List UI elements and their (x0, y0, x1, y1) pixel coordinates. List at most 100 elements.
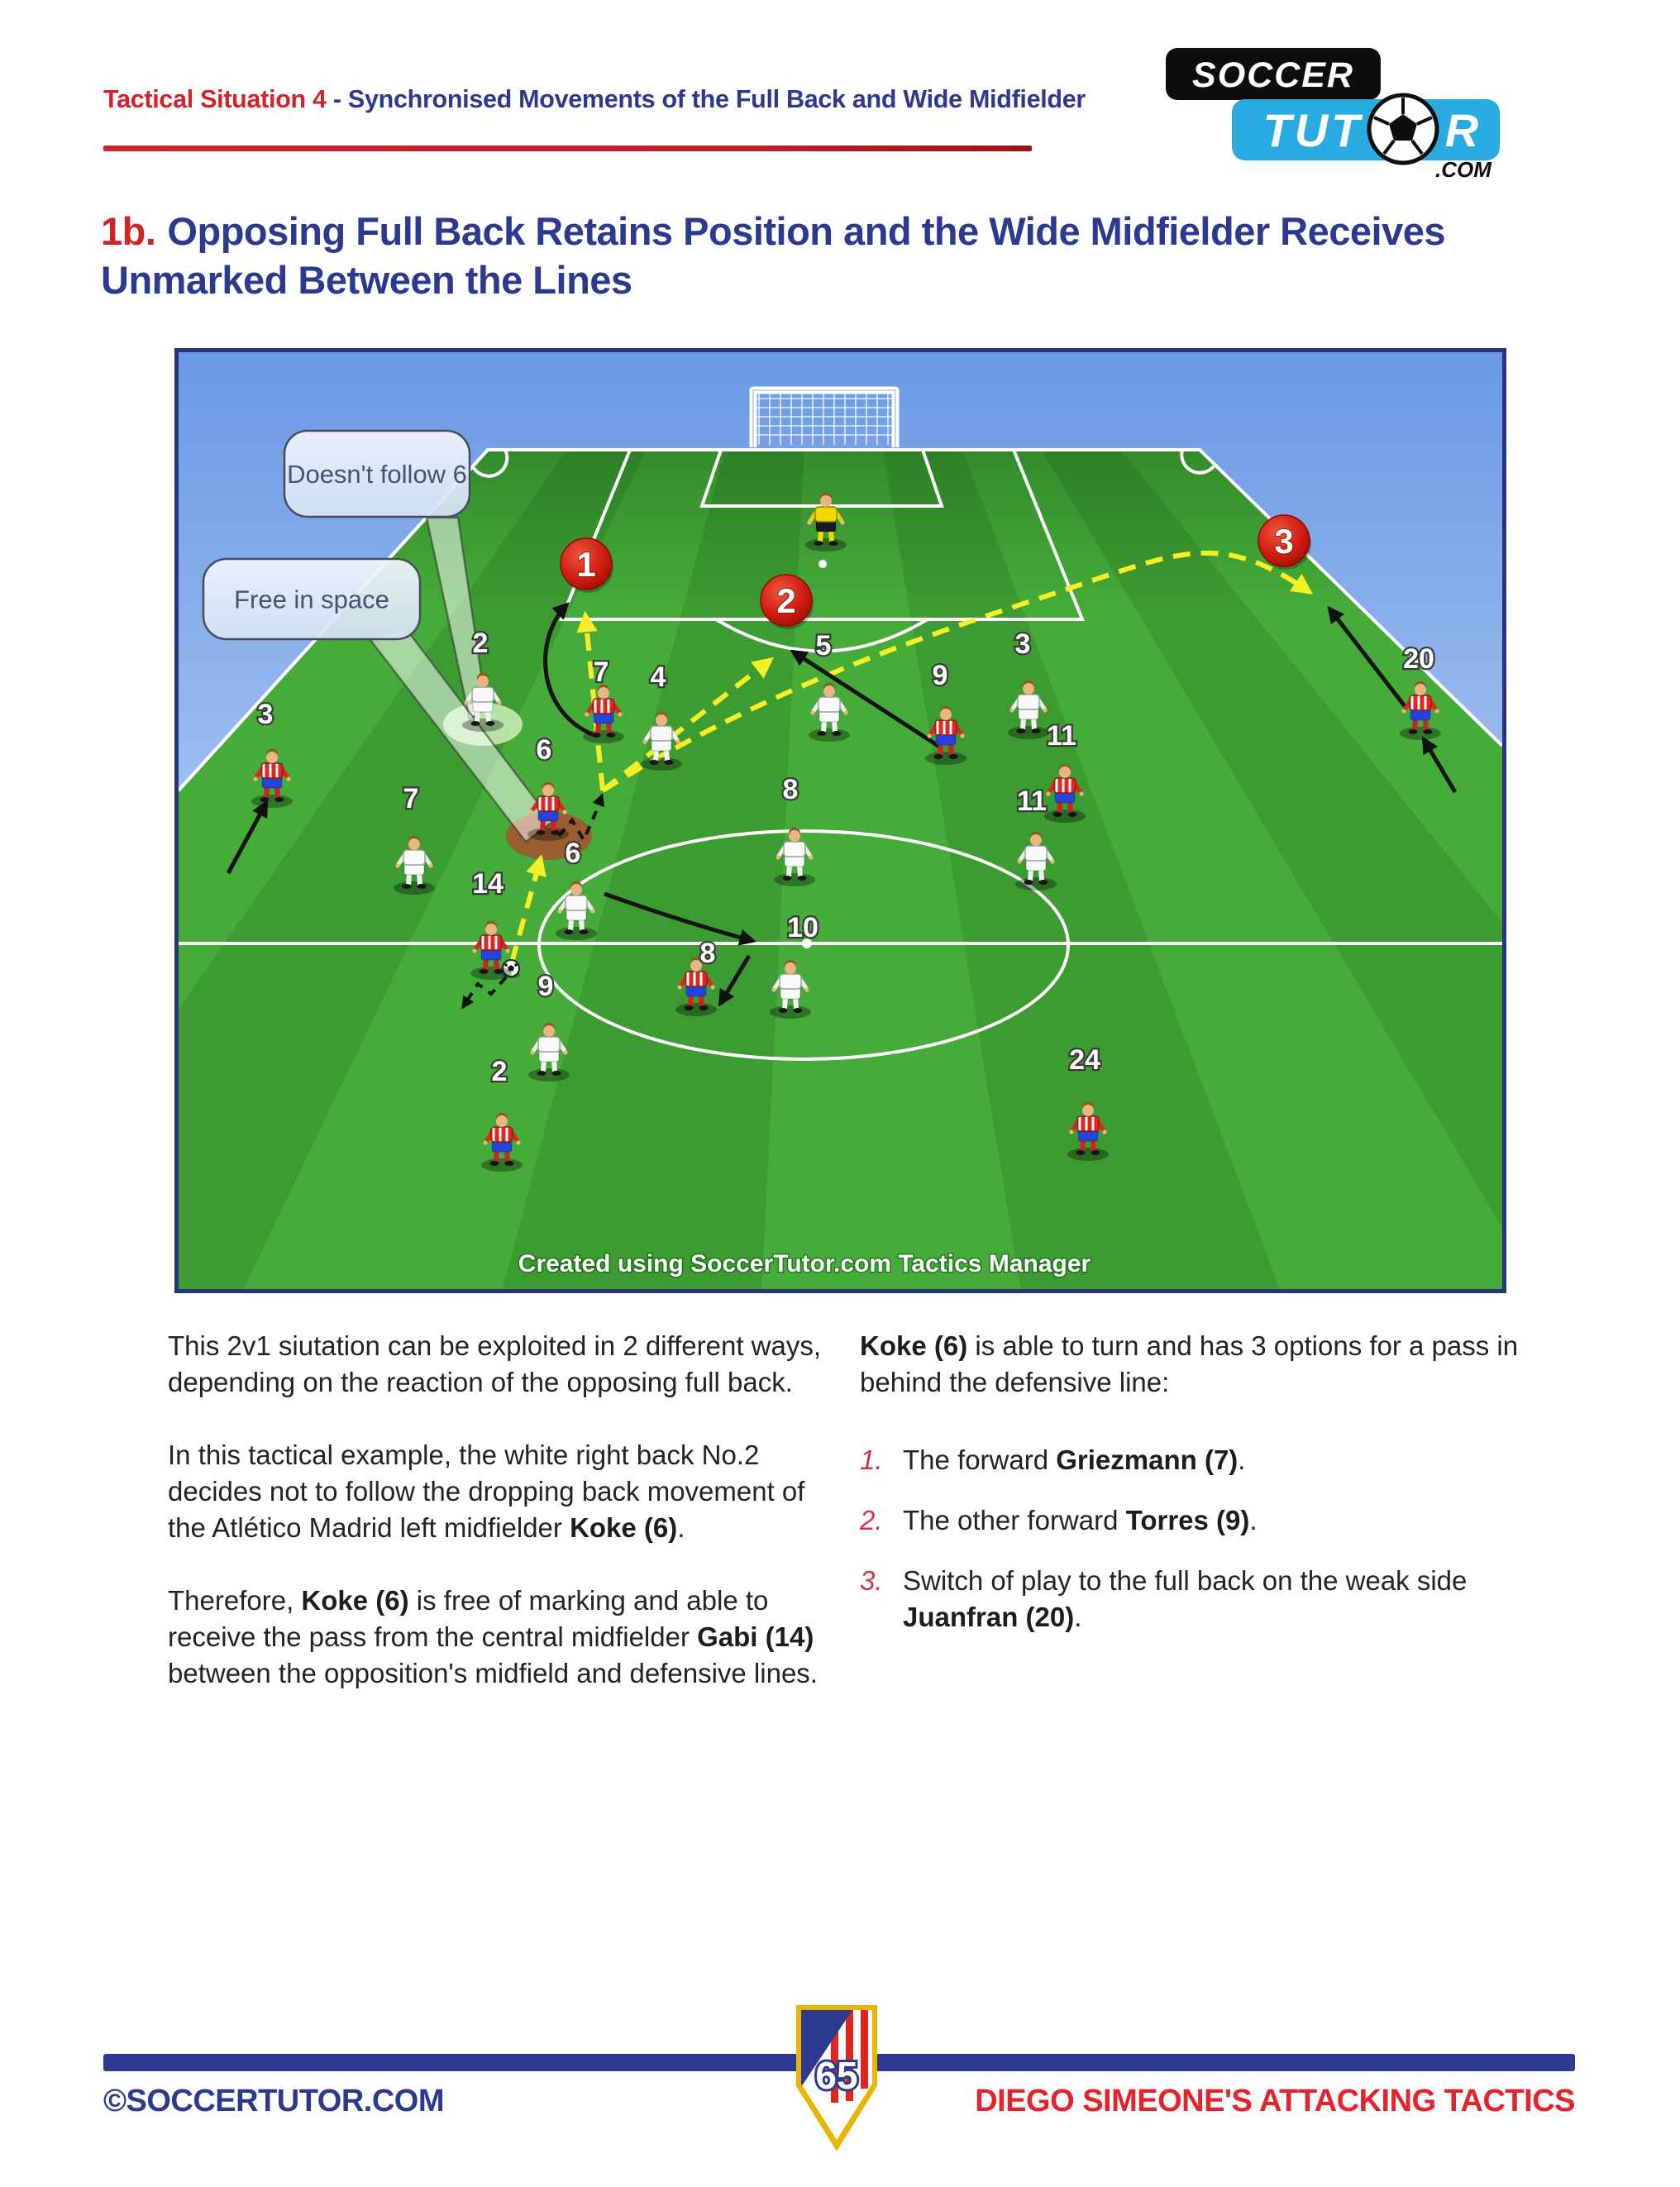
player-white-7 (394, 835, 435, 895)
text-segment: . (677, 1512, 685, 1543)
header-section-label: Tactical Situation 4 (103, 85, 327, 113)
run-arrow (1421, 736, 1458, 794)
option-item: 2.The other forward Torres (9). (860, 1502, 1534, 1539)
player-number-label: 8 (783, 774, 799, 805)
player-number-label: 3 (1015, 628, 1031, 660)
option-circle-number: 2 (776, 581, 795, 620)
run-arrow (790, 649, 943, 750)
run-arrow (543, 602, 594, 737)
run-arrows (226, 602, 1458, 1007)
section-title: 1b.Opposing Full Back Retains Position a… (101, 207, 1589, 304)
footer-copyright: ©SOCCERTUTOR.COM (103, 2084, 444, 2118)
option-circle-number: 3 (1274, 522, 1293, 561)
text-segment: Gabi (14) (697, 1621, 814, 1652)
section-title-text: Opposing Full Back Retains Position and … (101, 209, 1446, 302)
diagram-credit: Created using SoccerTutor.com Tactics Ma… (518, 1250, 1091, 1277)
player-number-label: 7 (403, 783, 419, 814)
logo-r-text: R (1445, 104, 1479, 156)
text-segment: Griezmann (7) (1056, 1444, 1239, 1475)
option-number: 3. (860, 1565, 883, 1596)
paragraph: Therefore, Koke (6) is free of marking a… (168, 1583, 829, 1692)
player-number-label: 20 (1403, 643, 1434, 675)
player-atletico-9 (925, 705, 966, 765)
text-segment: Koke (6) (570, 1512, 678, 1543)
player-number-label: 24 (1069, 1044, 1100, 1076)
player-atletico-2 (481, 1112, 523, 1172)
player-white-10 (770, 959, 811, 1019)
player-number-label: 14 (472, 868, 504, 900)
paragraph: In this tactical example, the white righ… (168, 1437, 829, 1546)
option-circle-1: 1 (560, 537, 613, 593)
club-crest-icon: 65 (796, 2005, 877, 2151)
player-number-label: 10 (787, 912, 819, 943)
text-segment: between the opposition's midfield and de… (168, 1658, 818, 1688)
option-item: 3. Switch of play to the full back on the… (860, 1563, 1534, 1635)
player-number-label: 2 (473, 628, 489, 659)
footer-book-title: DIEGO SIMEONE'S ATTACKING TACTICS (975, 2084, 1575, 2118)
player-atletico-14 (470, 920, 512, 980)
ball-icon (502, 959, 520, 978)
text-segment: . (1249, 1505, 1258, 1535)
player-atletico-8 (675, 957, 717, 1016)
logo-com-text: .COM (1435, 157, 1492, 182)
pass-arrow (509, 854, 546, 963)
player-atletico-24 (1067, 1101, 1109, 1161)
player-white-3 (1008, 680, 1049, 739)
logo-soccer-box (1166, 48, 1381, 100)
text-segment: . (1074, 1602, 1082, 1632)
text-segment: is free of marking and able to receive t… (168, 1585, 769, 1652)
text-segment: The other forward (903, 1505, 1126, 1535)
option-item: 1. The forward Griezmann (7). (860, 1442, 1534, 1478)
player-number-label: 8 (700, 938, 716, 969)
callout-bubble: Doesn't follow 6 (283, 429, 471, 518)
option-number: 2. (860, 1505, 883, 1535)
player-white-4 (641, 711, 682, 771)
player-number-label: 2 (492, 1056, 508, 1087)
logo-ball-icon (1367, 93, 1439, 165)
options-list: 1. The forward Griezmann (7). 2. The other … (860, 1442, 1534, 1635)
player-number-label: 6 (537, 734, 552, 766)
text-segment: This 2v1 siutation can be exploited in 2… (168, 1330, 822, 1397)
player-atletico-11 (1044, 763, 1086, 823)
pitch-ground (179, 450, 1502, 1289)
option-circle-2: 2 (760, 574, 814, 629)
player-number-label: 11 (1017, 786, 1047, 817)
text-segment: Switch of play to the full back on the w… (903, 1565, 1468, 1596)
option-number: 1. (860, 1444, 883, 1475)
body-column-left: This 2v1 siutation can be exploited in 2… (168, 1328, 829, 1728)
callout-text: Free in space (234, 585, 389, 614)
dribble-path (461, 976, 508, 1010)
player-goalkeeper (805, 492, 847, 552)
player-number-label: 6 (566, 838, 581, 869)
section-number: 1b. (101, 209, 156, 253)
player-number-label: 3 (258, 699, 274, 730)
text-segment: In this tactical example, the white righ… (168, 1440, 805, 1543)
player-atletico-3 (251, 748, 293, 808)
callout-text: Doesn't follow 6 (287, 460, 467, 489)
player-atletico-6 (527, 781, 569, 841)
logo-tut-text: TUT (1263, 104, 1364, 156)
player-number-label: 11 (1047, 720, 1076, 752)
player-white-8 (774, 827, 815, 886)
goal (749, 386, 900, 447)
run-arrow (1327, 605, 1406, 708)
dribble-paths (461, 793, 605, 1010)
options-intro: Koke (6) is able to turn and has 3 optio… (860, 1328, 1534, 1401)
paragraph: This 2v1 siutation can be exploited in 2… (168, 1328, 829, 1401)
header-chapter-title: - Synchronised Movements of the Full Bac… (326, 85, 1086, 113)
run-arrow (718, 954, 752, 1007)
option-circle-3: 3 (1258, 514, 1311, 570)
text-segment: is able to turn and has 3 options for a … (860, 1330, 1519, 1397)
page-number: 65 (815, 2054, 857, 2097)
page-header: Tactical Situation 4 - Synchronised Move… (103, 85, 1344, 114)
logo-soccer-text: SOCCER (1192, 55, 1354, 95)
player-number-label: 5 (816, 630, 832, 661)
text-segment: Juanfran (20) (903, 1602, 1075, 1632)
callout-bubble: Free in space (202, 557, 422, 641)
option-circle-number: 1 (576, 545, 595, 584)
option-text: The forward Griezmann (7). (903, 1442, 1534, 1478)
